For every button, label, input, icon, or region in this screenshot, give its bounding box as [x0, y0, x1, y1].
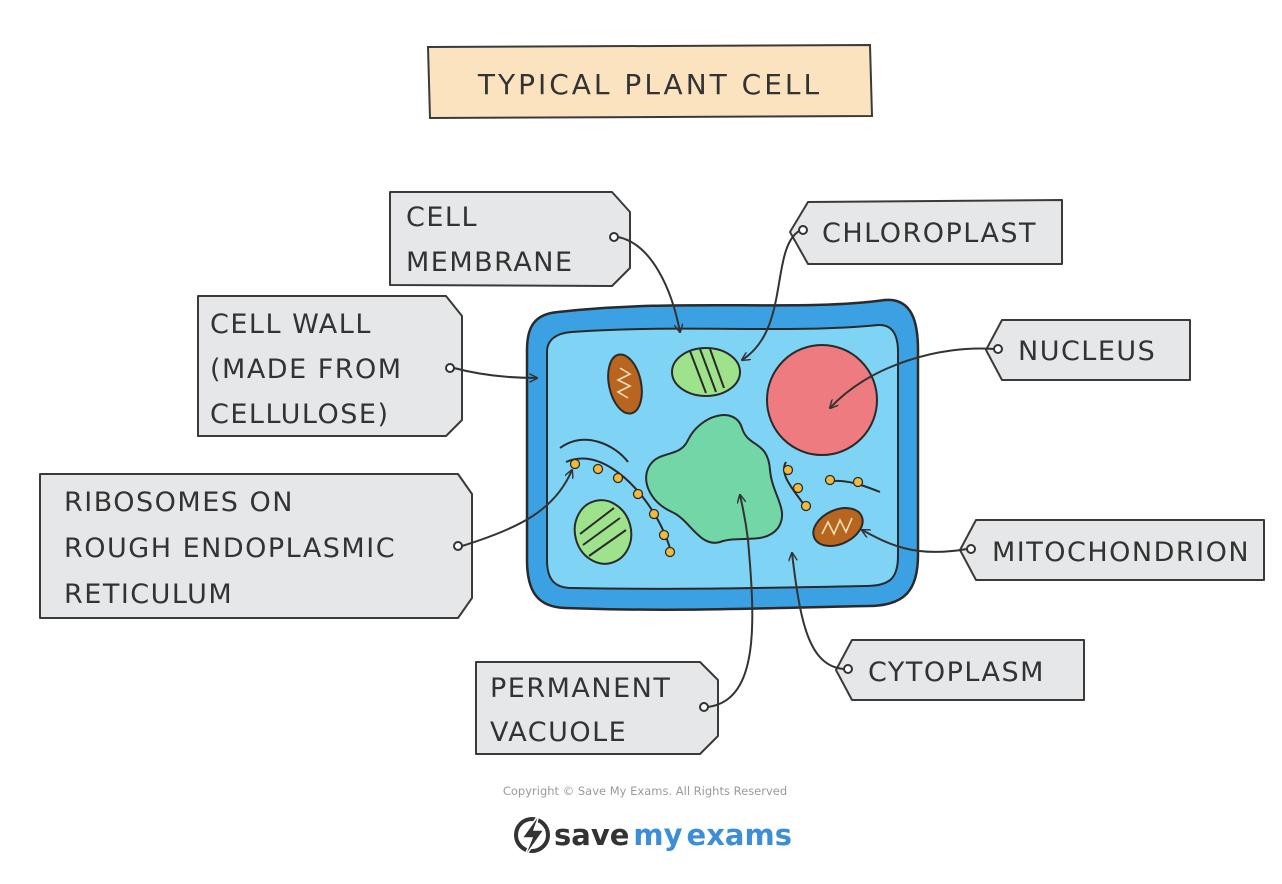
label-cytoplasm-text: CYTOPLASM	[868, 657, 1045, 688]
arrow-chloroplast	[742, 230, 800, 360]
arrow-cell-membrane	[617, 236, 680, 332]
label-permanent-vacuole: PERMANENT VACUOLE	[475, 495, 754, 755]
nucleus	[766, 344, 878, 456]
copyright-notice: Copyright © Save My Exams. All Rights Re…	[503, 784, 787, 798]
lightning-bolt-icon	[520, 812, 546, 859]
logo-word-save: save	[554, 818, 629, 852]
title-box-frame	[426, 43, 874, 120]
chloroplast-top	[671, 347, 741, 397]
label-permanent-vacuole-line2: VACUOLE	[490, 717, 627, 748]
label-mitochondrion: MITOCHONDRION	[862, 519, 1265, 581]
arrow-cytoplasm	[792, 553, 845, 670]
label-chloroplast: CHLOROPLAST	[742, 199, 1063, 360]
label-ribosomes-line3: RETICULUM	[64, 579, 233, 610]
logo-word-my: my	[633, 818, 682, 852]
label-cell-membrane: CELL MEMBRANE	[389, 191, 680, 332]
arrow-ribosomes	[461, 470, 572, 547]
label-cell-wall-line2: (MADE FROM	[210, 354, 403, 385]
label-chloroplast-text: CHLOROPLAST	[822, 218, 1037, 249]
label-permanent-vacuole-line1: PERMANENT	[490, 673, 671, 704]
label-mitochondrion-text: MITOCHONDRION	[992, 537, 1250, 568]
mitochondrion-right	[812, 507, 864, 547]
chloroplast-bottom	[573, 499, 633, 565]
logo-word-exams: exams	[687, 818, 792, 852]
label-cell-wall-line3: CELLULOSE)	[210, 399, 389, 430]
label-nucleus: NUCLEUS	[830, 319, 1191, 408]
label-cell-wall: CELL WALL (MADE FROM CELLULOSE)	[197, 295, 538, 437]
arrow-mitochondrion	[862, 530, 968, 553]
ribosomes	[569, 458, 864, 558]
arrow-cell-wall	[453, 367, 538, 378]
label-cell-membrane-line1: CELL	[406, 202, 478, 233]
label-cell-wall-line1: CELL WALL	[210, 309, 372, 340]
label-ribosomes: RIBOSOMES ON ROUGH ENDOPLASMIC RETICULUM	[39, 470, 572, 619]
title-box: TYPICAL PLANT CELL	[426, 43, 874, 120]
label-cell-membrane-line2: MEMBRANE	[406, 247, 574, 278]
mitochondrion-left	[607, 353, 643, 415]
label-cytoplasm: CYTOPLASM	[792, 553, 1085, 701]
label-nucleus-text: NUCLEUS	[1018, 336, 1156, 367]
label-ribosomes-line1: RIBOSOMES ON	[64, 487, 294, 518]
diagram-title: TYPICAL PLANT CELL	[477, 68, 822, 101]
plant-cell	[525, 298, 920, 611]
arrow-nucleus	[830, 347, 995, 408]
permanent-vacuole	[645, 414, 784, 544]
label-ribosomes-line2: ROUGH ENDOPLASMIC	[64, 533, 396, 564]
arrow-permanent-vacuole	[707, 495, 754, 708]
logo-bolt-ring	[514, 817, 550, 853]
